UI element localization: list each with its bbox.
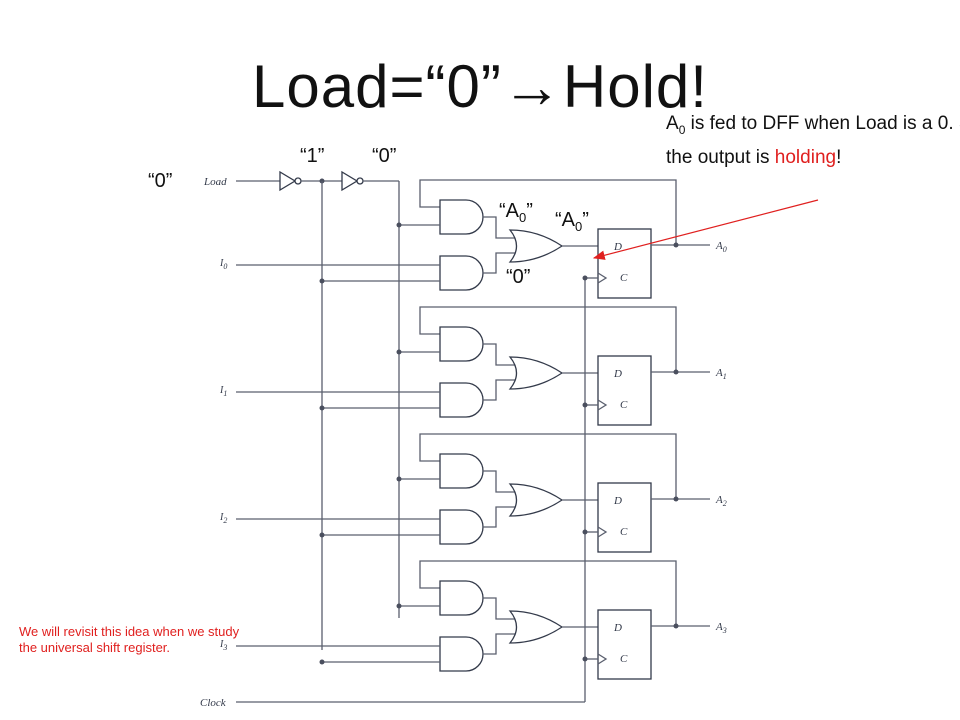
dff-c-label-0: C [620, 272, 628, 284]
revisit-note: We will revisit this idea when we study … [19, 624, 240, 655]
output-label-0: A0 [715, 240, 727, 254]
explanation-sub: 0 [678, 122, 686, 137]
a0-or-output-open: “A [555, 209, 575, 231]
or-gate-1 [508, 356, 564, 390]
input-label-0: I0 [219, 258, 227, 271]
a0-feedback-close: ” [526, 200, 533, 222]
and-gate-feedback-2 [439, 453, 484, 489]
a0-or-output-close: ” [582, 209, 589, 231]
annotation-arrow [592, 199, 819, 260]
and-gate-input-2 [439, 509, 484, 545]
d-flip-flop-2 [597, 482, 652, 553]
register-stage-0: I0 D C A0 [219, 179, 727, 299]
input-label-3: I3 [219, 639, 227, 652]
dff-d-label-3: D [613, 622, 622, 634]
input-label-2: I2 [219, 512, 227, 525]
and-gate-input-0 [439, 255, 484, 291]
and-gate-feedback-1 [439, 326, 484, 362]
load-label: Load [203, 176, 227, 188]
and-gate-feedback-3 [439, 580, 484, 616]
or-gate-0 [508, 229, 564, 263]
d-flip-flop-1 [597, 355, 652, 426]
inverter-1 [279, 170, 302, 192]
explanation-highlight: holding [774, 146, 837, 168]
register-stage-2: I2 D C A2 [219, 433, 727, 553]
explanation-text: A0 is fed to DFF when Load is a 0. So th… [666, 110, 960, 171]
a0-or-output-sub: 0 [575, 219, 583, 234]
output-label-3: A3 [715, 621, 727, 635]
or-gate-3 [508, 610, 564, 644]
dff-c-label-1: C [620, 399, 628, 411]
and-gate-input-1 [439, 382, 484, 418]
and-gate-feedback-0 [439, 199, 484, 235]
and-gate-input-label: “0” [506, 266, 531, 288]
inverter-2 [341, 170, 364, 192]
first-inverter-output-label: “1” [300, 145, 325, 167]
explanation-prefix: A [666, 113, 679, 134]
slide-title: Load=“0”→Hold! [252, 53, 708, 120]
register-stage-3: I3 D C A3 [219, 560, 727, 680]
explanation-text1: is fed to DFF when Load is a 0. So the o… [666, 113, 960, 168]
register-stage-1: I1 D C A1 [219, 306, 727, 426]
a0-feedback-open: “A [499, 200, 519, 222]
second-inverter-output-label: “0” [372, 145, 397, 167]
explanation-text2: ! [836, 146, 842, 168]
dff-c-label-2: C [620, 526, 628, 538]
dff-d-label-0: D [613, 241, 622, 253]
input-label-1: I1 [219, 385, 227, 398]
dff-d-label-1: D [613, 368, 622, 380]
a0-feedback-label: “A0” [499, 200, 533, 225]
or-gate-2 [508, 483, 564, 517]
clock-label: Clock [200, 697, 227, 709]
d-flip-flop-3 [597, 609, 652, 680]
output-label-1: A1 [715, 367, 727, 381]
a0-or-output-label: “A0” [555, 209, 589, 234]
load-value-label: “0” [148, 170, 173, 192]
a0-feedback-sub: 0 [519, 210, 527, 225]
output-label-2: A2 [715, 494, 727, 508]
dff-c-label-3: C [620, 653, 628, 665]
d-flip-flop-0 [597, 228, 652, 299]
and-gate-input-3 [439, 636, 484, 672]
dff-d-label-2: D [613, 495, 622, 507]
